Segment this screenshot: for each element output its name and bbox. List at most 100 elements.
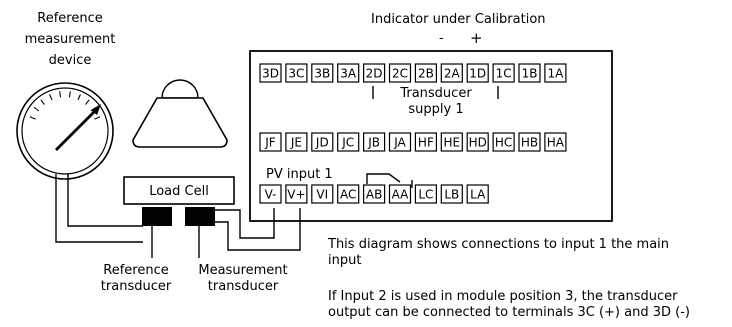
terminal-label: 1C bbox=[496, 67, 512, 81]
plus-polarity-sign: + bbox=[470, 29, 483, 47]
terminal-jb: JB bbox=[363, 132, 386, 152]
gauge-outer-ring bbox=[16, 82, 114, 180]
note-line-3: If Input 2 is used in module position 3,… bbox=[328, 289, 678, 304]
note-line-1: This diagram shows connections to input … bbox=[328, 237, 670, 252]
terminal-2d: 2D bbox=[363, 63, 386, 83]
terminal-la: LA bbox=[466, 184, 489, 204]
terminal-vplus: V+ bbox=[285, 184, 308, 204]
load-cell: Load Cell bbox=[123, 79, 235, 226]
terminal-box bbox=[259, 63, 282, 83]
terminal-label: VI bbox=[316, 188, 328, 202]
terminal-label: 2B bbox=[418, 67, 434, 81]
terminal-ab: AB bbox=[363, 184, 386, 204]
terminal-box bbox=[492, 132, 515, 152]
terminal-label: JE bbox=[290, 136, 302, 150]
measurement-transducer-caption-line-1: Measurement bbox=[198, 263, 288, 278]
load-cell-label: Load Cell bbox=[149, 184, 209, 199]
measurement-transducer-caption: Measurement transducer bbox=[183, 263, 303, 295]
reference-gauge bbox=[16, 82, 114, 180]
terminal-2a: 2A bbox=[440, 63, 463, 83]
terminal-hc: HC bbox=[492, 132, 515, 152]
terminal-lc: LC bbox=[414, 184, 437, 204]
reference-transducer-caption-line-1: Reference bbox=[103, 263, 169, 278]
terminal-box bbox=[259, 132, 282, 152]
minus-polarity-sign: - bbox=[439, 31, 444, 46]
terminal-label: HF bbox=[418, 136, 434, 150]
reference-transducer-caption: Reference transducer bbox=[76, 263, 196, 295]
terminal-label: HE bbox=[443, 136, 460, 150]
measurement-transducer-caption-line-2: transducer bbox=[207, 279, 279, 294]
terminal-3c: 3C bbox=[285, 63, 308, 83]
terminal-box bbox=[388, 184, 412, 204]
connection-note-1: This diagram shows connections to input … bbox=[328, 237, 669, 269]
terminal-box bbox=[414, 184, 437, 204]
terminal-box bbox=[518, 132, 541, 152]
gauge-needle-tip bbox=[91, 104, 101, 115]
terminal-box bbox=[311, 63, 334, 83]
terminal-ac: AC bbox=[337, 184, 360, 204]
terminal-box bbox=[466, 132, 489, 152]
terminal-label: V- bbox=[265, 188, 277, 202]
terminal-box bbox=[518, 63, 541, 83]
terminal-jd: JD bbox=[311, 132, 334, 152]
terminal-2c: 2C bbox=[388, 63, 412, 83]
terminal-label: AB bbox=[366, 188, 382, 202]
terminal-box bbox=[440, 63, 463, 83]
connection-note-2: If Input 2 is used in module position 3,… bbox=[328, 289, 690, 321]
load-cell-dome bbox=[161, 79, 199, 99]
terminal-label: HA bbox=[547, 136, 565, 150]
reference-transducer-caption-line-2: transducer bbox=[100, 279, 172, 294]
reference-device-label-2: measurement bbox=[25, 32, 116, 47]
measurement-transducer-block bbox=[185, 207, 215, 226]
terminal-2b: 2B bbox=[414, 63, 437, 83]
terminal-1b: 1B bbox=[518, 63, 541, 83]
terminal-aa: AA bbox=[388, 184, 412, 204]
terminal-box bbox=[466, 63, 489, 83]
terminal-label: 3B bbox=[314, 67, 330, 81]
terminal-box bbox=[388, 63, 412, 83]
terminal-box bbox=[440, 184, 463, 204]
terminal-lb: LB bbox=[440, 184, 463, 204]
terminal-label: AA bbox=[392, 188, 410, 202]
terminal-box bbox=[363, 63, 386, 83]
terminal-1c: 1C bbox=[492, 63, 515, 83]
terminal-hb: HB bbox=[518, 132, 541, 152]
terminal-1a: 1A bbox=[544, 63, 567, 83]
terminal-label: 3D bbox=[262, 67, 279, 81]
note-line-2: input bbox=[328, 253, 362, 268]
terminal-label: LB bbox=[444, 188, 459, 202]
transducer-leaders bbox=[151, 226, 200, 258]
reference-device-label-3: device bbox=[49, 53, 92, 68]
transducer-supply-label-2: supply 1 bbox=[408, 102, 463, 117]
terminal-jc: JC bbox=[337, 132, 360, 152]
terminal-label: JF bbox=[264, 136, 276, 150]
terminal-box bbox=[363, 132, 386, 152]
reference-device-label-1: Reference bbox=[37, 11, 102, 26]
terminal-label: 3A bbox=[340, 67, 357, 81]
terminal-box bbox=[544, 63, 567, 83]
terminal-hf: HF bbox=[414, 132, 437, 152]
terminal-1d: 1D bbox=[466, 63, 489, 83]
pv-input-label: PV input 1 bbox=[266, 167, 333, 182]
reference-transducer-block bbox=[142, 207, 172, 226]
terminal-label: 2D bbox=[366, 67, 383, 81]
terminal-box bbox=[285, 184, 308, 204]
terminal-box bbox=[337, 184, 360, 204]
load-cell-weight bbox=[132, 97, 228, 148]
terminal-box bbox=[311, 132, 334, 152]
terminal-box bbox=[285, 63, 308, 83]
terminal-box bbox=[337, 132, 360, 152]
load-cell-box bbox=[123, 176, 235, 205]
note-line-4: output can be connected to terminals 3C … bbox=[328, 305, 690, 320]
terminal-label: 1A bbox=[547, 67, 564, 81]
terminal-label: LC bbox=[418, 188, 433, 202]
terminal-label: 1D bbox=[469, 67, 486, 81]
terminal-ha: HA bbox=[544, 132, 567, 152]
terminal-label: HD bbox=[469, 136, 487, 150]
terminal-he: HE bbox=[440, 132, 463, 152]
terminal-label: JD bbox=[315, 136, 329, 150]
terminal-label: JC bbox=[341, 136, 354, 150]
terminal-label: JA bbox=[393, 136, 406, 150]
terminal-label: HC bbox=[495, 136, 512, 150]
